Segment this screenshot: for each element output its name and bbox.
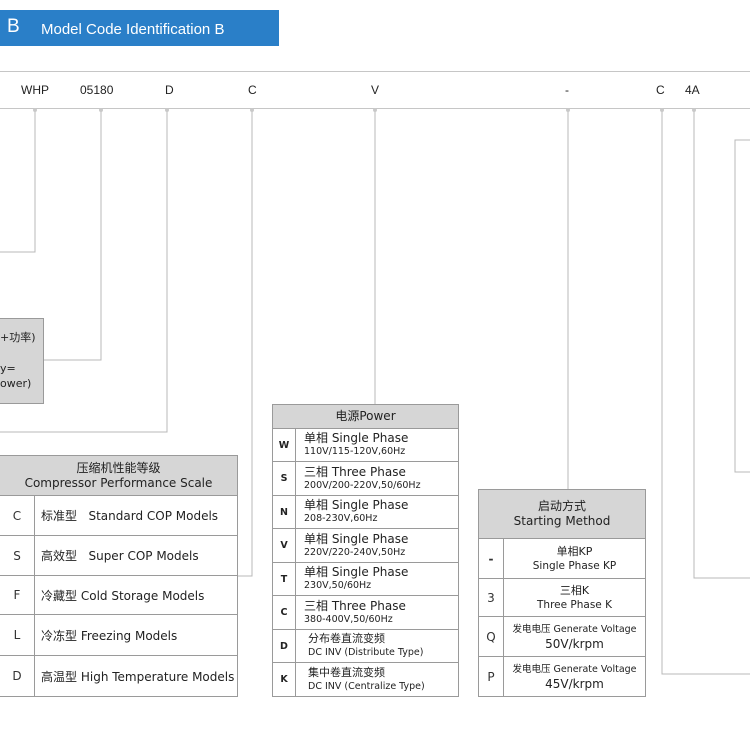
- row-code: D: [272, 629, 296, 663]
- section-title: Model Code Identification B: [41, 21, 225, 38]
- capacity-note-box: +功率) y= ower): [0, 318, 44, 404]
- row-code: -: [478, 538, 504, 579]
- connector-d: [0, 110, 168, 433]
- performance-table: 压缩机性能等级 Compressor Performance Scale C 标…: [0, 455, 238, 697]
- starting-header: 启动方式 Starting Method: [478, 489, 646, 539]
- capacity-note-line1: +功率): [0, 331, 36, 344]
- table-row: F 冷藏型 Cold Storage Models: [0, 575, 238, 615]
- table-row: L 冷冻型 Freezing Models: [0, 614, 238, 656]
- row-code: C: [0, 495, 35, 536]
- connector-4a: [693, 110, 750, 579]
- row-code: S: [0, 535, 35, 576]
- table-row: D 高温型 High Temperature Models: [0, 655, 238, 697]
- connector-performance: [238, 110, 253, 577]
- row-desc: 高效型 Super COP Models: [34, 535, 238, 576]
- capacity-note-line3: ower): [0, 377, 32, 390]
- row-code: C: [272, 595, 296, 630]
- performance-title-en: Compressor Performance Scale: [24, 475, 213, 490]
- row-code: F: [0, 575, 35, 615]
- row-code: N: [272, 495, 296, 529]
- connector-series: [0, 110, 36, 253]
- capacity-note-line2: y=: [0, 362, 16, 375]
- row-code: L: [0, 614, 35, 656]
- row-code: V: [272, 528, 296, 563]
- section-prefix: B: [7, 16, 20, 37]
- connector-capacity: [43, 110, 102, 361]
- connector-right-box: [734, 139, 750, 473]
- row-desc: 高温型 High Temperature Models: [34, 655, 238, 697]
- row-desc: 冷冻型 Freezing Models: [34, 614, 238, 656]
- code-segment-4a: 4A: [685, 83, 700, 97]
- performance-header: 压缩机性能等级 Compressor Performance Scale: [0, 455, 238, 496]
- row-code: T: [272, 562, 296, 596]
- code-segment-capacity: 05180: [80, 83, 114, 97]
- code-segment-c: C: [656, 83, 665, 97]
- performance-title-cn: 压缩机性能等级: [76, 460, 161, 475]
- code-segment-d: D: [165, 83, 174, 97]
- code-segment-performance: C: [248, 83, 257, 97]
- connector-c: [661, 110, 750, 675]
- row-code: 3: [478, 578, 504, 617]
- row-code: W: [272, 428, 296, 462]
- top-divider: [0, 71, 750, 72]
- row-code: P: [478, 656, 504, 697]
- starting-title-en: Starting Method: [513, 514, 611, 528]
- section-header: B Model Code Identification B: [0, 10, 279, 46]
- row-desc: 冷藏型 Cold Storage Models: [34, 575, 238, 615]
- code-segment-starting: -: [565, 83, 569, 97]
- row-desc: 标准型 Standard COP Models: [34, 495, 238, 536]
- row-code: Q: [478, 616, 504, 657]
- table-row: S 高效型 Super COP Models: [0, 535, 238, 576]
- starting-title-cn: 启动方式: [537, 499, 586, 513]
- code-segment-series: WHP: [21, 83, 49, 97]
- code-segment-power: V: [371, 83, 380, 97]
- row-code: S: [272, 461, 296, 496]
- row-code: D: [0, 655, 35, 697]
- power-header: 电源Power: [272, 404, 459, 429]
- table-row: C 标准型 Standard COP Models: [0, 495, 238, 536]
- row-code: K: [272, 662, 296, 697]
